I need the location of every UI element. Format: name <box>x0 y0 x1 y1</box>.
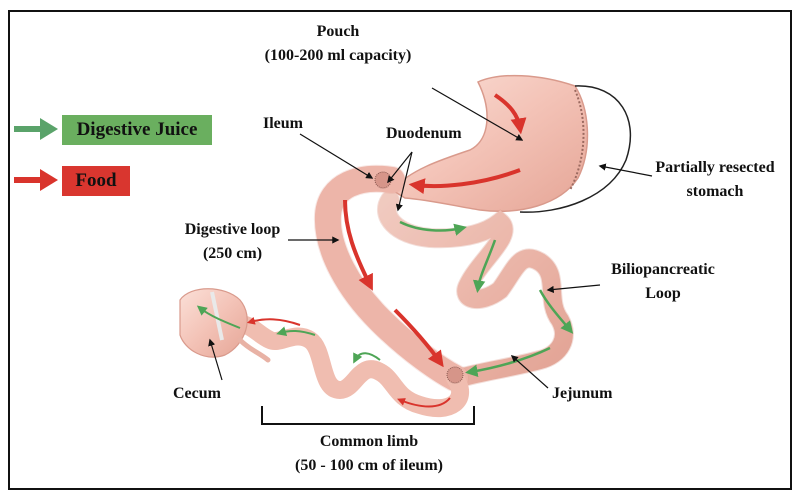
jejunum-anastomosis <box>447 367 463 383</box>
ileum-anastomosis <box>375 172 391 188</box>
pouch-label-line2: (100-200 ml capacity) <box>238 46 438 66</box>
cecum-label: Cecum <box>173 384 221 404</box>
digestive-loop-line1: Digestive loop <box>170 220 295 240</box>
legend-food-label: Food <box>75 170 116 192</box>
partially-resected-line1: Partially resected <box>640 158 790 178</box>
legend-juice-arrow <box>14 118 58 140</box>
duodenum-label: Duodenum <box>386 124 462 144</box>
digestive-loop-line2: (250 cm) <box>170 244 295 264</box>
partially-resected-label: Partially resected stomach <box>640 158 790 202</box>
digestive-loop-label: Digestive loop (250 cm) <box>170 220 295 264</box>
pouch-label: Pouch (100-200 ml capacity) <box>238 22 438 66</box>
legend-digestive-juice: Digestive Juice <box>62 115 212 145</box>
partially-resected-line2: stomach <box>640 182 790 202</box>
biliopancreatic-line2: Loop <box>588 284 738 304</box>
common-limb-line1: Common limb <box>266 432 472 452</box>
legend-food: Food <box>62 166 130 196</box>
juice-arrow-common-1 <box>355 353 380 360</box>
pointer-ileum <box>300 134 372 178</box>
jejunum-label: Jejunum <box>552 384 612 404</box>
common-limb-label: Common limb (50 - 100 cm of ileum) <box>266 432 472 476</box>
legend-food-arrow <box>14 169 58 191</box>
legend-digestive-juice-label: Digestive Juice <box>77 119 198 141</box>
pouch-label-line1: Pouch <box>238 22 438 42</box>
biliopancreatic-line1: Biliopancreatic <box>588 260 738 280</box>
common-limb-line2: (50 - 100 cm of ileum) <box>266 456 472 476</box>
ileum-label: Ileum <box>263 114 303 134</box>
biliopancreatic-label: Biliopancreatic Loop <box>588 260 738 304</box>
